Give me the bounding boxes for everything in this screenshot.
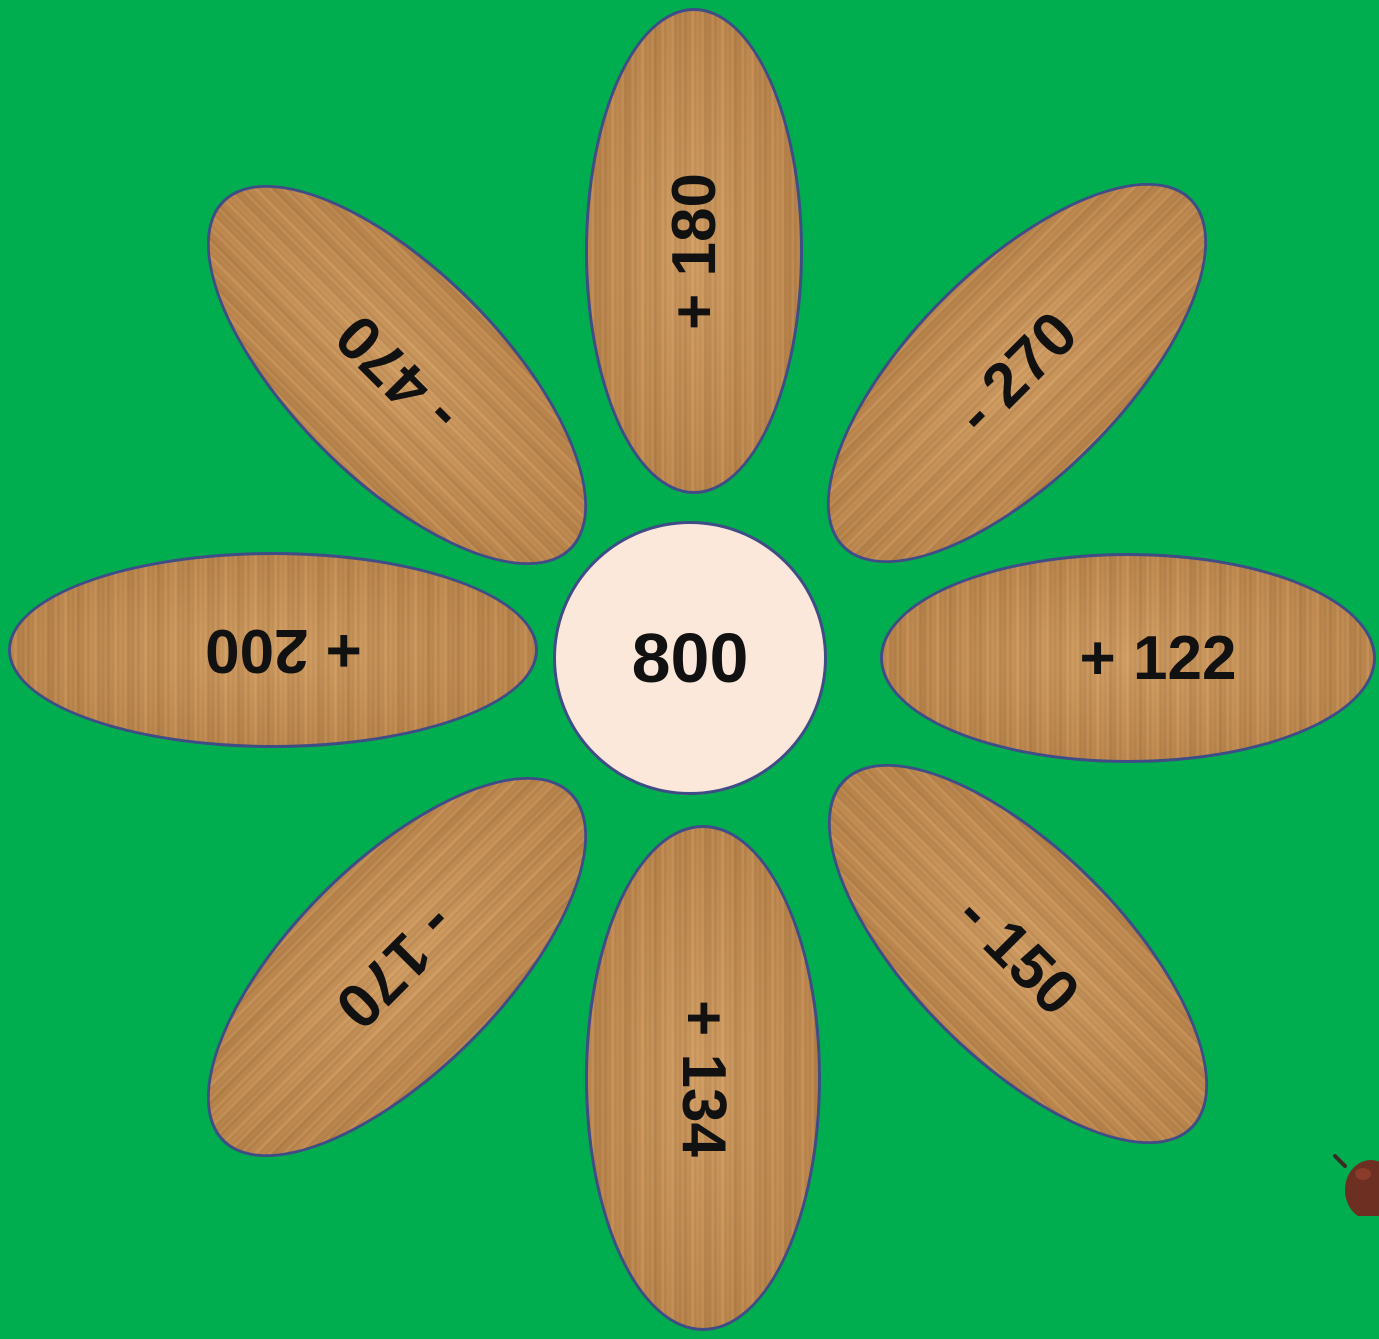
petal-label-bottom-right: - 150: [943, 879, 1093, 1029]
center-value: 800: [632, 618, 749, 698]
petal-label-right: + 122: [1080, 623, 1237, 694]
petal-bottom[interactable]: + 134: [585, 825, 821, 1331]
petal-top-left[interactable]: - 470: [147, 125, 646, 624]
petal-label-top-right: - 270: [942, 298, 1092, 448]
petal-right[interactable]: + 122: [880, 553, 1376, 763]
petal-top[interactable]: + 180: [585, 8, 803, 494]
ladybug-decoration: [1331, 1146, 1379, 1216]
petal-left[interactable]: + 200: [8, 552, 538, 748]
center-circle: 800: [553, 521, 827, 795]
petal-bottom-left[interactable]: - 170: [147, 717, 646, 1216]
petal-label-left: + 200: [205, 615, 362, 686]
petal-label-top: + 180: [658, 173, 729, 330]
petal-label-top-left: - 470: [322, 300, 472, 450]
petal-label-bottom-left: - 170: [322, 892, 472, 1042]
petal-bottom-right[interactable]: - 150: [768, 704, 1267, 1203]
petal-label-bottom: + 134: [667, 1000, 738, 1157]
petal-top-right[interactable]: - 270: [767, 123, 1266, 622]
